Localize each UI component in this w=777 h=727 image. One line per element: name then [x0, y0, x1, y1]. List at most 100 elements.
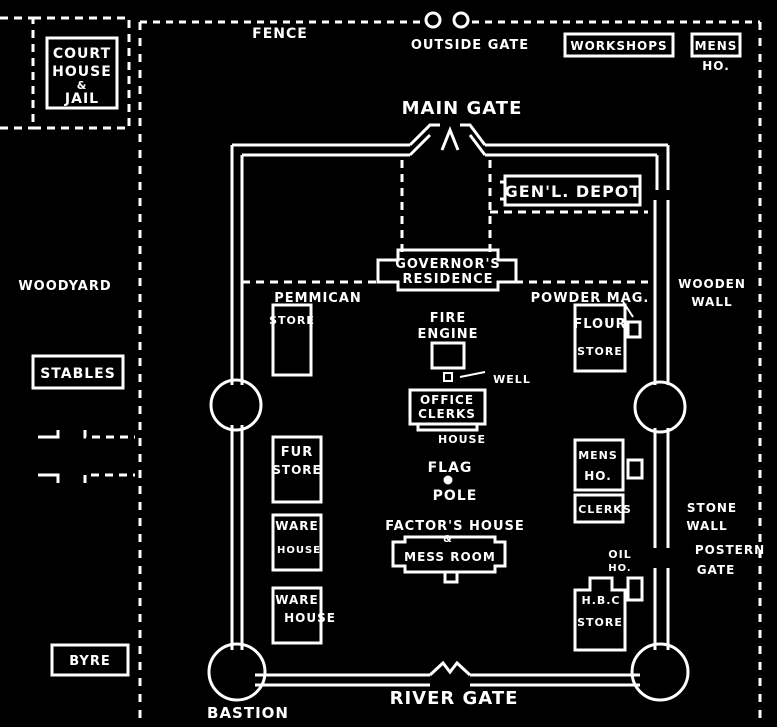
fire-engine-line2: ENGINE: [417, 327, 478, 342]
postern-gap-right: [653, 568, 670, 650]
oil-ho-box: [626, 576, 644, 602]
fence-label: FENCE: [252, 26, 308, 42]
outside-gate-post-right: [452, 11, 470, 29]
well-box: [443, 372, 453, 382]
byre-box: [50, 643, 130, 677]
mens-ho-box: [690, 32, 742, 58]
well-label: WELL: [493, 373, 531, 386]
court-house-outline: [31, 16, 131, 130]
flour-store-box: [573, 303, 627, 373]
fire-engine-box: [430, 341, 466, 370]
oil-ho-line2: HO.: [608, 563, 631, 574]
wall-left-upper: [230, 145, 244, 385]
woodyard-fence-c: [38, 473, 60, 483]
wall-top-right: [485, 143, 668, 157]
house-label: HOUSE: [438, 433, 486, 446]
main-gate-left: [408, 123, 440, 157]
main-gate-right: [460, 123, 487, 156]
well-arrow: [459, 371, 486, 378]
wooden-wall-line2: WALL: [691, 295, 732, 309]
main-gate-inner: [440, 125, 460, 151]
oil-ho-line1: OIL: [608, 548, 631, 561]
mess-room-label: MESS ROOM: [404, 550, 496, 564]
factors-house-porch: [443, 570, 459, 584]
outside-gate-label: OUTSIDE GATE: [411, 38, 529, 53]
main-gate-label: MAIN GATE: [402, 98, 523, 119]
powder-mag-arrow: [621, 299, 634, 318]
pemmican-label: PEMMICAN: [274, 291, 362, 306]
woodyard-fence-d: [83, 473, 135, 483]
office-box: [408, 388, 487, 426]
clerks-box: [573, 493, 625, 524]
flour-store-line1: FLOUR: [573, 317, 626, 332]
court-house-line4: JAIL: [64, 91, 99, 107]
ware-house-2-line1: WARE: [275, 593, 318, 607]
court-house-line3: &: [77, 79, 88, 92]
mens-ho-inner-line2: HO.: [584, 469, 612, 483]
postern-gate-line1: POSTERN: [695, 543, 765, 557]
office-line2: CLERKS: [418, 407, 476, 421]
flag-pole-line2: POLE: [433, 488, 478, 504]
bastion-bottom-left: [207, 642, 267, 702]
mens-ho-inner-line1: MENS: [578, 449, 618, 462]
hbc-store-box: [573, 576, 627, 652]
wall-bottom-right: [470, 673, 640, 687]
outside-gate-post-left: [424, 11, 442, 29]
bastion-right-middle: [633, 380, 687, 434]
flour-store-line2: STORE: [577, 345, 623, 358]
mens-ho-line1: MENS: [695, 39, 738, 53]
wooden-wall-right: [653, 200, 670, 385]
mens-ho-inner-box: [573, 438, 625, 492]
stables-box: [31, 354, 125, 390]
fur-store-line2: STORE: [272, 463, 321, 477]
bastion-label: BASTION: [207, 704, 289, 722]
stone-wall-line1: STONE: [687, 501, 737, 515]
governors-residence-box: [376, 248, 518, 292]
ware-house-1-line2: HOUSE: [277, 545, 321, 556]
hbc-store-line2: STORE: [577, 616, 623, 629]
workshops-label: WORKSHOPS: [570, 39, 667, 53]
river-gate-label: RIVER GATE: [390, 688, 519, 709]
river-gate-arch: [428, 660, 472, 677]
postern-gate-line2: GATE: [697, 563, 736, 577]
bastion-left-middle: [209, 378, 263, 432]
stone-wall-line2: WALL: [686, 519, 727, 533]
office-base: [416, 424, 479, 432]
flag-pole-dot: [443, 475, 453, 485]
hbc-store-line1: H.B.C: [581, 594, 620, 607]
wall-left-lower: [230, 425, 244, 650]
mens-ho-annex: [626, 458, 644, 480]
stone-wall-right: [653, 428, 670, 548]
ware-house-2-box: [271, 586, 323, 645]
governors-residence-line2: RESIDENCE: [402, 272, 493, 287]
ware-house-1-box: [271, 513, 323, 572]
woodyard-fence-a: [38, 430, 60, 439]
wall-bottom-left: [255, 673, 430, 687]
factors-house-box: [391, 535, 507, 574]
byre-label: BYRE: [69, 654, 111, 669]
fur-store-box: [271, 435, 323, 504]
powder-mag-box: [626, 320, 642, 339]
factors-house-and: &: [443, 534, 453, 545]
court-house-line1: COURT: [53, 46, 111, 62]
fur-store-line1: FUR: [281, 445, 313, 460]
bastion-bottom-right: [630, 642, 690, 702]
factors-house-label: FACTOR'S HOUSE: [385, 519, 525, 534]
governors-residence-line1: GOVERNOR'S: [395, 257, 501, 272]
wooden-wall-line1: WOODEN: [678, 277, 746, 291]
court-house-inner-box: [45, 36, 119, 110]
fire-engine-line1: FIRE: [430, 311, 467, 326]
wall-top-left: [232, 143, 410, 157]
court-house-line2: HOUSE: [52, 64, 112, 80]
pemmican-store-label: STORE: [269, 314, 315, 327]
clerks-label: CLERKS: [578, 503, 632, 516]
ware-house-2-line2: HOUSE: [284, 611, 336, 625]
flag-pole-line1: FLAG: [428, 460, 473, 476]
office-line1: OFFICE: [420, 393, 474, 407]
powder-mag-label: POWDER MAG.: [531, 291, 650, 306]
pemmican-store-box: [271, 303, 313, 377]
gen-depot-box: [500, 174, 642, 207]
wall-right-top: [655, 145, 670, 190]
